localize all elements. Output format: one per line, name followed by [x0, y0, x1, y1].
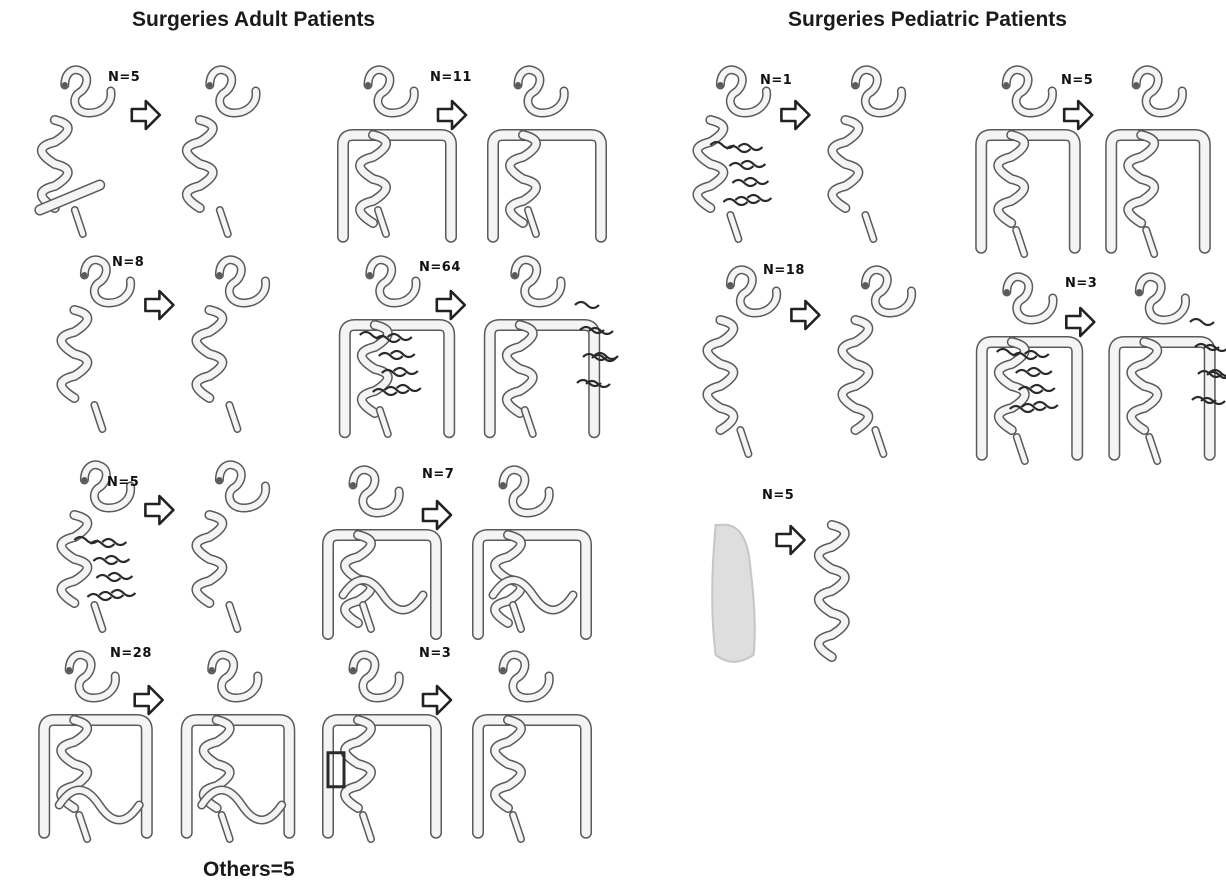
- adult-panel-1: N=5: [10, 55, 300, 240]
- pediatric-panel-4: N=3: [955, 262, 1220, 467]
- adult-panel-8: N=3: [297, 640, 597, 845]
- panel-count-label: N=3: [419, 646, 451, 661]
- adult-panel-3: N=8: [32, 245, 302, 435]
- pediatric-panel-3: N=18: [678, 255, 948, 460]
- intestine-drawing-icon: [61, 465, 265, 629]
- panel-count-label: N=8: [112, 255, 144, 270]
- pediatric-panel-2: N=5: [955, 55, 1215, 260]
- intestine-drawing-icon: [44, 655, 289, 839]
- intestine-drawing-icon: [61, 260, 265, 429]
- adult-section-title: Surgeries Adult Patients: [132, 8, 375, 32]
- panel-count-label: N=7: [422, 467, 454, 482]
- adult-panel-4: N=64: [315, 245, 605, 440]
- panel-count-label: N=28: [110, 646, 152, 661]
- pediatric-panel-1: N=1: [668, 55, 938, 245]
- right-arrow-outline-icon: [777, 526, 805, 554]
- right-arrow-outline-icon: [423, 686, 451, 714]
- intestine-drawing-icon: [707, 270, 911, 454]
- intestine-drawing-icon: [343, 70, 601, 237]
- right-arrow-outline-icon: [1066, 308, 1094, 336]
- adult-panel-5: N=5: [32, 450, 302, 635]
- intestine-drawing-icon: [345, 260, 618, 434]
- pediatric-section-title: Surgeries Pediatric Patients: [788, 8, 1067, 32]
- others-count-note: Others=5: [203, 858, 295, 882]
- right-arrow-outline-icon: [145, 496, 173, 524]
- intestine-drawing-icon: [328, 655, 586, 839]
- panel-count-label: N=5: [1061, 73, 1093, 88]
- panel-count-label: N=11: [430, 70, 472, 85]
- right-arrow-outline-icon: [135, 686, 163, 714]
- panel-count-label: N=5: [107, 475, 139, 490]
- right-arrow-outline-icon: [1064, 101, 1092, 129]
- right-arrow-outline-icon: [145, 291, 173, 319]
- adult-panel-6: N=7: [297, 455, 597, 635]
- right-arrow-outline-icon: [438, 101, 466, 129]
- panel-count-label: N=64: [419, 260, 461, 275]
- panel-count-label: N=5: [762, 488, 794, 503]
- intestine-drawing-icon: [697, 70, 901, 239]
- right-arrow-outline-icon: [781, 101, 809, 129]
- adult-panel-7: N=28: [15, 640, 300, 845]
- panel-count-label: N=1: [760, 73, 792, 88]
- right-arrow-outline-icon: [132, 101, 160, 129]
- panel-count-label: N=18: [763, 263, 805, 278]
- intestine-drawing-icon: [40, 70, 256, 234]
- panel-count-label: N=3: [1065, 276, 1097, 291]
- adult-panel-2: N=11: [312, 55, 612, 240]
- right-arrow-outline-icon: [791, 301, 819, 329]
- pediatric-panel-5: N=5: [680, 480, 910, 670]
- right-arrow-outline-icon: [437, 291, 465, 319]
- intestine-drawing-icon: [982, 277, 1226, 461]
- right-arrow-outline-icon: [423, 501, 451, 529]
- intestine-drawing-icon: [981, 70, 1205, 254]
- intestine-drawing-icon: [328, 470, 586, 634]
- panel-count-label: N=5: [108, 70, 140, 85]
